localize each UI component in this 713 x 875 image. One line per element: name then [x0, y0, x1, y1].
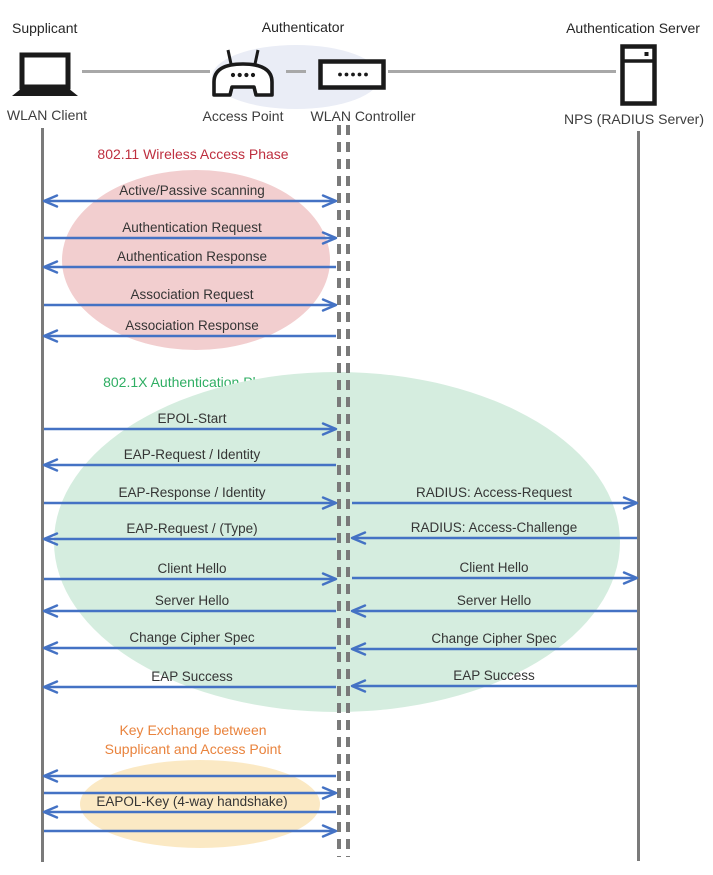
message-label: EAP-Response / Identity: [118, 485, 266, 500]
message-label: Authentication Request: [122, 220, 262, 235]
message-label: EPOL-Start: [157, 411, 227, 426]
node-wlan-controller-label: WLAN Controller: [310, 108, 416, 124]
message-label: Server Hello: [154, 593, 230, 608]
laptop-icon: [12, 52, 78, 96]
message-label: Change Cipher Spec: [431, 631, 557, 646]
connector-ap-controller: [286, 70, 306, 73]
node-access-point-label: Access Point: [202, 108, 284, 124]
lifeline-wlan-client: [41, 128, 44, 862]
phase-key-exchange-title-line2: Supplicant and Access Point: [104, 741, 282, 757]
message-label: EAP-Request / Identity: [123, 447, 261, 462]
role-authentication-server-label: Authentication Server: [566, 20, 700, 36]
server-icon: [620, 44, 657, 106]
message-label: Change Cipher Spec: [129, 630, 255, 645]
lifeline-wlan-controller-right: [346, 125, 350, 857]
wlan-controller-icon: [318, 59, 386, 90]
message-label: Active/Passive scanning: [119, 183, 265, 198]
message-label: EAPOL-Key (4-way handshake): [96, 794, 288, 809]
message-label: Authentication Response: [116, 249, 268, 264]
lifeline-wlan-controller-left: [337, 125, 341, 857]
phase-key-exchange-title: Key Exchange between Supplicant and Acce…: [43, 721, 343, 759]
message-label: EAP Success: [453, 668, 535, 683]
message-label: Server Hello: [456, 593, 532, 608]
lifeline-nps: [637, 131, 640, 861]
access-point-icon: [212, 49, 274, 97]
message-label: EAP-Request / (Type): [126, 521, 258, 536]
message-label: Client Hello: [459, 560, 529, 575]
node-wlan-client-label: WLAN Client: [6, 107, 88, 123]
role-authenticator-label: Authenticator: [261, 19, 345, 35]
message-label: EAP Success: [151, 669, 233, 684]
phase-key-exchange-ellipse: [80, 760, 320, 848]
connector-client-ap: [82, 70, 210, 73]
message-label: Association Response: [125, 318, 259, 333]
message-label: Client Hello: [157, 561, 227, 576]
message-label: Association Request: [130, 287, 254, 302]
phase-80211-title: 802.11 Wireless Access Phase: [97, 146, 289, 162]
role-supplicant-label: Supplicant: [12, 20, 78, 36]
phase-key-exchange-title-line1: Key Exchange between: [119, 722, 267, 738]
node-nps-label: NPS (RADIUS Server): [563, 111, 705, 127]
message-label: RADIUS: Access-Request: [415, 485, 573, 500]
message-label: RADIUS: Access-Challenge: [410, 520, 578, 535]
connector-controller-server: [388, 70, 616, 73]
